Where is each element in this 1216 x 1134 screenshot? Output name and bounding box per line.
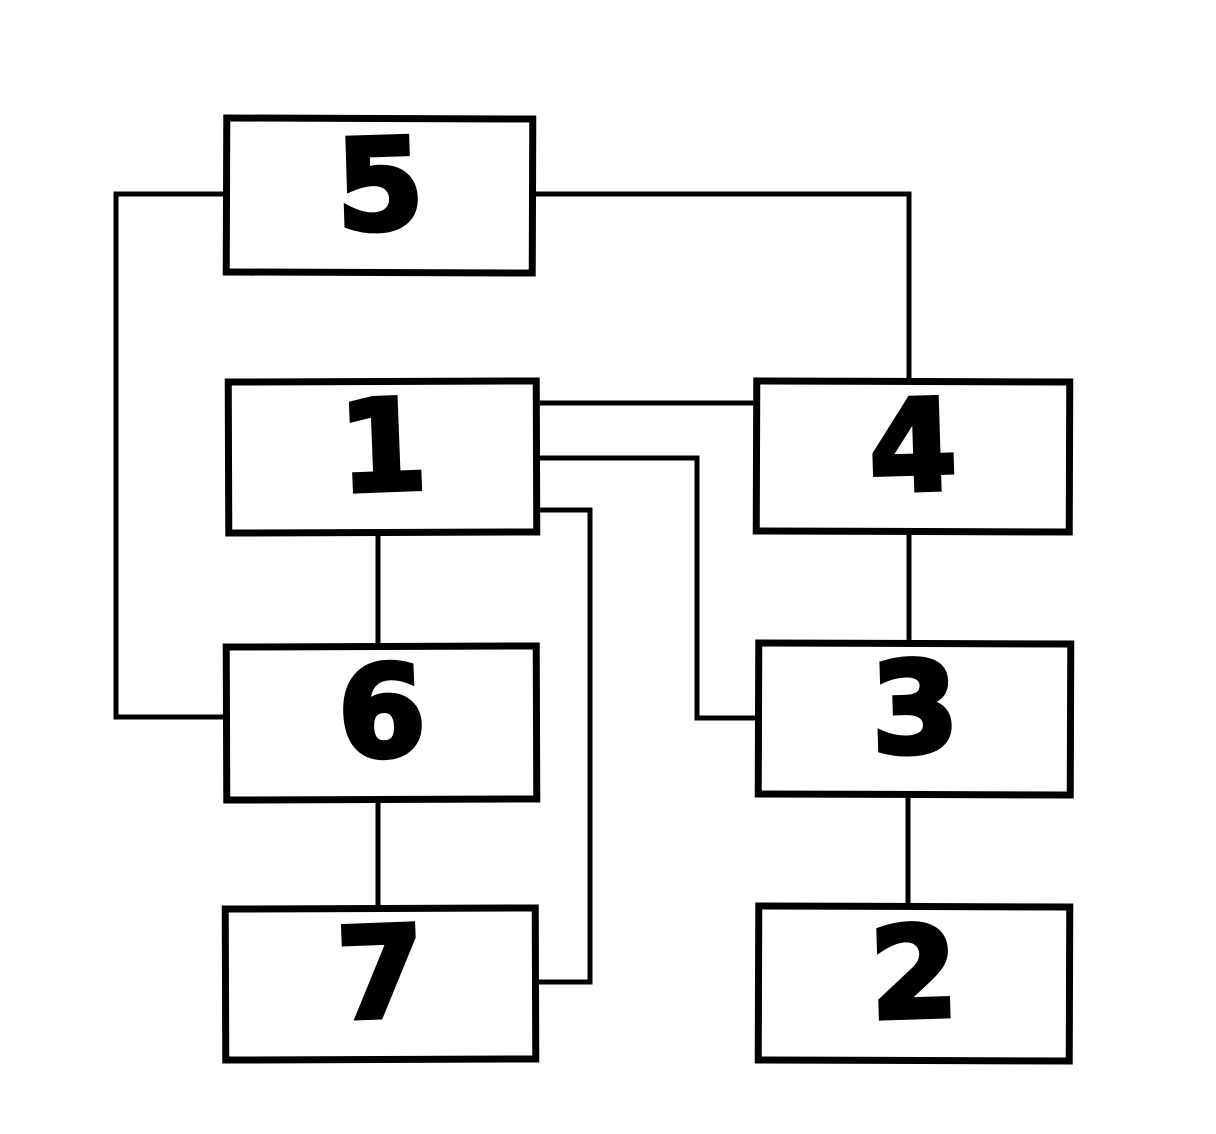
- node-label-2: 2: [865, 896, 962, 1051]
- node-box-5: 5: [222, 108, 537, 277]
- node-label-1: 1: [333, 369, 431, 524]
- edge-5-6: [113, 191, 228, 720]
- node-box-2: 2: [754, 896, 1074, 1065]
- node-box-6: 6: [222, 635, 541, 804]
- edge-5-4: [533, 191, 912, 383]
- edge-1-3: [535, 455, 760, 721]
- node-box-1: 1: [224, 369, 541, 537]
- node-box-7: 7: [221, 896, 540, 1064]
- node-label-3: 3: [866, 631, 963, 786]
- node-label-5: 5: [331, 108, 428, 263]
- node-label-6: 6: [332, 635, 430, 790]
- node-label-7: 7: [331, 896, 429, 1051]
- node-label-4: 4: [864, 369, 961, 524]
- edge-1-7: [534, 507, 593, 985]
- node-box-3: 3: [754, 631, 1075, 799]
- node-box-4: 4: [752, 369, 1074, 536]
